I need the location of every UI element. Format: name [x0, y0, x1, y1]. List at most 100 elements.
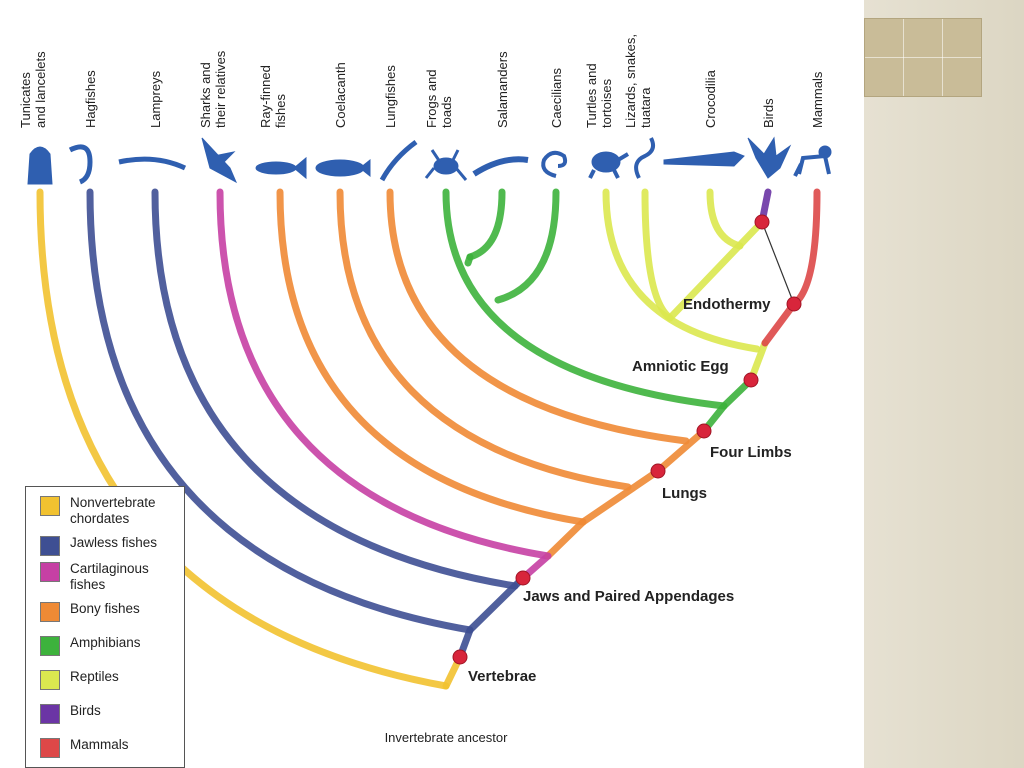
map-thumbnail: [864, 18, 982, 97]
taxon-label-birds: Birds: [761, 98, 776, 128]
taxon-label-crocodilia: Crocodilia: [703, 69, 718, 128]
node-marker: [786, 296, 802, 312]
taxon-label-mammals: Mammals: [810, 71, 825, 128]
taxon-label-line: Birds: [761, 98, 776, 128]
turtle-icon: [588, 151, 630, 179]
legend-label: Jawless fishes: [70, 535, 158, 550]
legend-label: Bony fishes: [70, 601, 140, 616]
node-label-endothermy: Endothermy: [683, 296, 771, 313]
taxon-label-lizards-snakes-tuatara: Lizards, snakes,tuatara: [623, 34, 653, 128]
taxon-label-lampreys: Lampreys: [148, 70, 163, 128]
lizard-icon: [634, 137, 655, 179]
node-marker: [515, 570, 531, 586]
legend-swatch: [40, 602, 60, 622]
node-label-lungs: Lungs: [662, 485, 707, 502]
legend-label: Birds: [70, 703, 101, 718]
taxon-label-line: Tunicates: [18, 72, 33, 128]
node-label-four-limbs: Four Limbs: [710, 444, 792, 461]
branch-frogs: [442, 188, 728, 410]
bird-icon: [747, 136, 792, 179]
node-marker: [452, 649, 468, 665]
legend-item-mammals: Mammals: [40, 737, 129, 758]
branch-frog-salamander: [464, 253, 474, 267]
taxon-label-line: Turtles and: [584, 63, 599, 128]
legend-item-bony-fishes: Bony fishes: [40, 601, 140, 622]
legend-item-amphibians: Amphibians: [40, 635, 141, 656]
taxon-label-line: Sharks and: [198, 62, 213, 128]
node-marker: [696, 423, 712, 439]
taxon-label-caecilians: Caecilians: [549, 68, 564, 128]
taxon-label-salamanders: Salamanders: [495, 51, 510, 128]
crocodile-icon: [663, 151, 745, 167]
taxon-label-line: tuatara: [638, 87, 653, 128]
tunicate-icon: [27, 146, 53, 185]
trunk-segment: [654, 427, 708, 475]
legend-swatch: [40, 536, 60, 556]
taxon-label-line: Frogs and: [424, 69, 439, 128]
legend-swatch: [40, 496, 60, 516]
root-label: Invertebrate ancestor: [385, 730, 509, 745]
taxon-label-coelacanth: Coelacanth: [333, 62, 348, 128]
branch-caecilians: [494, 188, 560, 304]
branch-turtles: [602, 188, 761, 353]
taxon-label-line: Lampreys: [148, 70, 163, 128]
trunk-segment: [579, 467, 662, 526]
taxon-label-line: Crocodilia: [703, 69, 718, 128]
legend-label: fishes: [70, 577, 106, 592]
bird-endothermy-connector: [761, 221, 795, 305]
taxon-label-line: Lizards, snakes,: [623, 34, 638, 128]
legend-swatch: [40, 670, 60, 690]
legend-item-birds: Birds: [40, 703, 101, 724]
taxon-label-line: Lungfishes: [383, 65, 398, 128]
taxon-label-line: Hagfishes: [83, 70, 98, 128]
legend-label: chordates: [70, 511, 130, 526]
branch-ray-finned: [276, 188, 587, 526]
ray-finned-fish-icon: [255, 156, 307, 180]
branch-lizards: [641, 188, 674, 322]
taxon-label-line: tortoises: [599, 78, 614, 128]
legend-label: Cartilaginous: [70, 561, 149, 576]
taxon-label-line: Salamanders: [495, 51, 510, 128]
legend-swatch: [40, 562, 60, 582]
hagfish-icon: [68, 144, 93, 185]
node-label-jaws-and-paired-appendages: Jaws and Paired Appendages: [523, 588, 734, 605]
branch-hagfishes: [86, 188, 474, 634]
taxon-label-line: and lancelets: [33, 51, 48, 128]
branch-lampreys: [151, 188, 519, 590]
node-label-vertebrae: Vertebrae: [468, 668, 536, 685]
branch-mammals: [790, 188, 821, 308]
taxon-label-line: Coelacanth: [333, 62, 348, 128]
node-marker: [743, 372, 759, 388]
frog-icon: [424, 149, 468, 181]
branch-coelacanth: [336, 188, 632, 491]
legend-label: Nonvertebrate: [70, 495, 156, 510]
legend-label: Mammals: [70, 737, 129, 752]
taxon-label-line: Ray-finned: [258, 65, 273, 128]
legend-swatch: [40, 636, 60, 656]
taxon-label-lungfishes: Lungfishes: [383, 65, 398, 128]
legend-swatch: [40, 738, 60, 758]
trunk-segment: [544, 518, 587, 560]
taxon-label-line: Caecilians: [549, 68, 564, 128]
taxon-label-hagfishes: Hagfishes: [83, 70, 98, 128]
monkey-icon: [793, 145, 832, 177]
lungfish-icon: [379, 139, 418, 182]
taxon-label-line: toads: [439, 96, 454, 128]
taxon-label-line: fishes: [273, 94, 288, 128]
lamprey-icon: [118, 156, 187, 171]
node-marker: [754, 214, 770, 230]
legend-item-reptiles: Reptiles: [40, 669, 119, 690]
branch-lungfishes: [386, 188, 690, 445]
taxon-label-line: Mammals: [810, 71, 825, 128]
shark-icon: [201, 137, 238, 184]
